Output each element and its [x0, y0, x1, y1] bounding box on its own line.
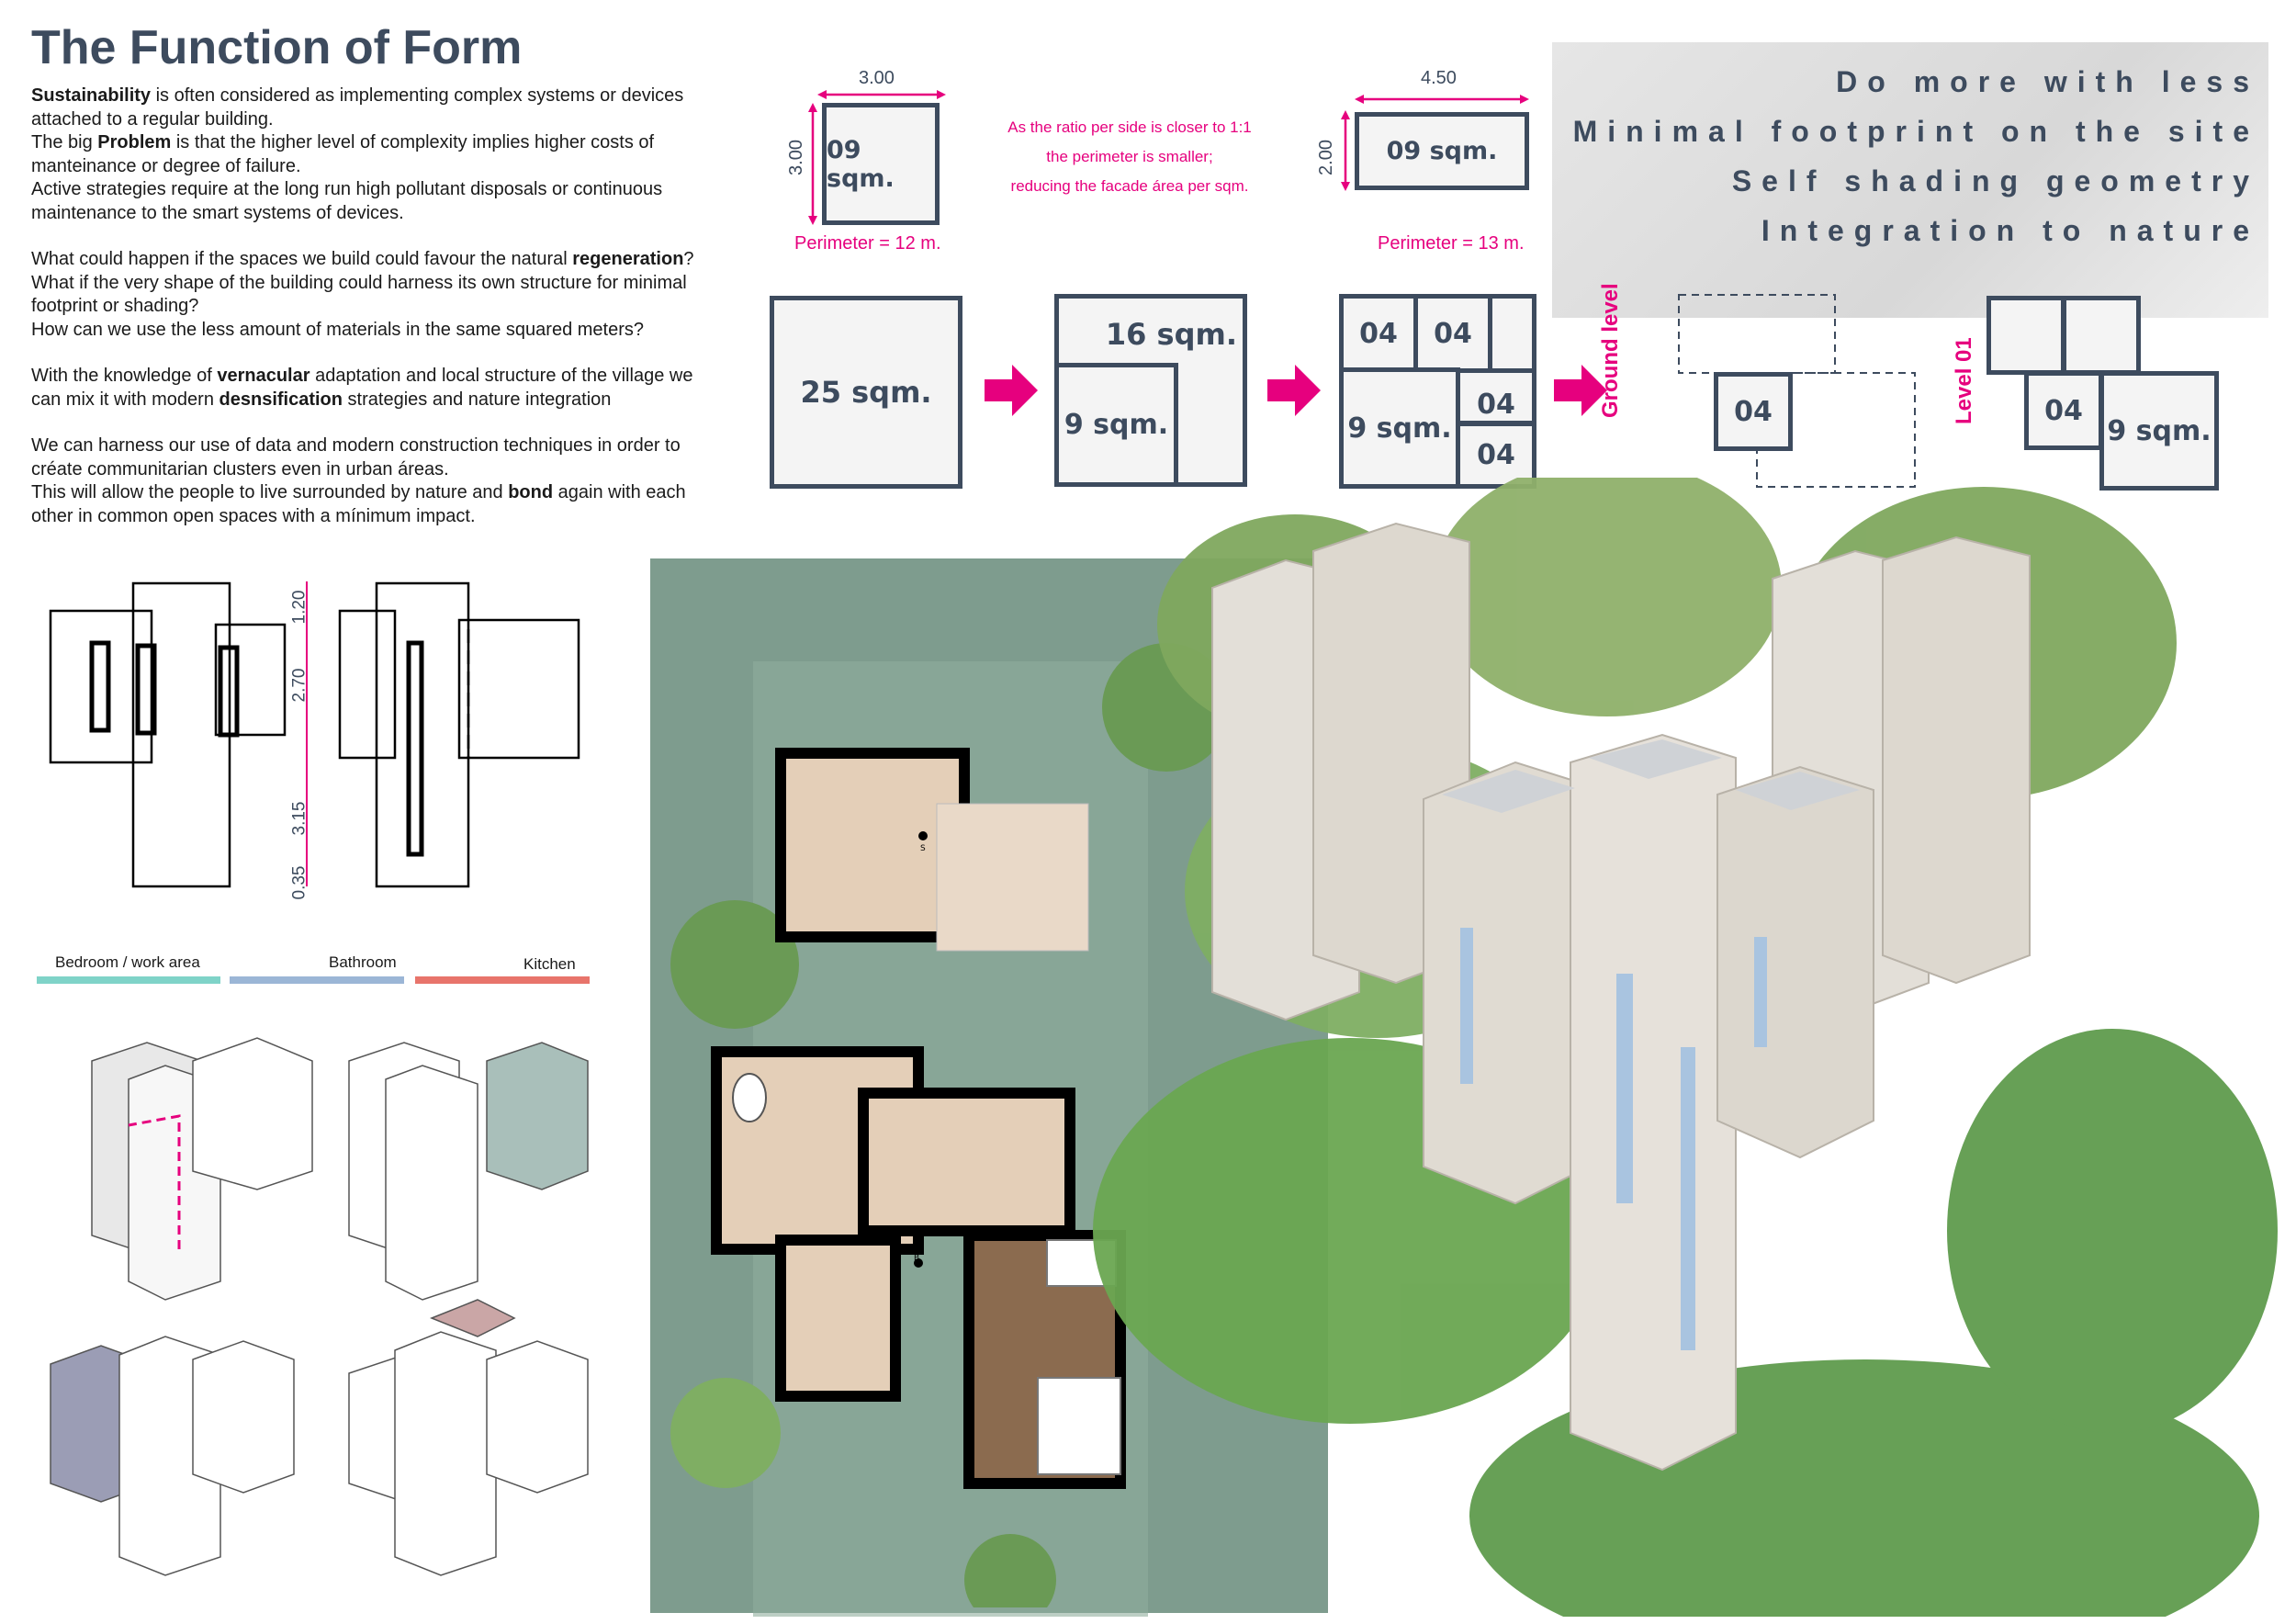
ratio-right-width-arrow: [1355, 95, 1529, 104]
slogan-panel: [1552, 42, 2268, 318]
page-title: The Function of Form: [31, 21, 523, 74]
upper-plan-mark: S: [920, 844, 926, 853]
ratio-right-height-arrow: [1341, 110, 1350, 191]
legend-bedroom-swatch: [37, 976, 220, 984]
elev-dim-3: 3.15: [289, 801, 310, 836]
legend-bedroom: Bedroom / work area: [55, 953, 200, 971]
legend-kitchen-swatch: [415, 976, 590, 984]
subdiv-25: 25 sqm.: [770, 296, 962, 489]
massing-render: [1093, 478, 2278, 1617]
ratio-left-perimeter: Perimeter = 12 m.: [794, 233, 941, 254]
ground-level-label: Ground level: [1598, 283, 1623, 418]
ratio-left-height-arrow: [808, 103, 817, 225]
ground-level-outline: [1678, 294, 1916, 488]
arrow-right-icon: [1267, 365, 1321, 416]
elev-dim-4: 0.35: [289, 865, 310, 900]
subdiv-16-9: 16 sqm. 9 sqm.: [1054, 294, 1247, 487]
intro-lead: Sustainability: [31, 85, 152, 106]
ratio-left-height: 3.00: [785, 140, 806, 175]
level-01-top-left: [1986, 296, 2065, 375]
ratio-left-square: 09 sqm.: [822, 103, 940, 225]
legend-bathroom-swatch: [230, 976, 404, 984]
floor-plans: S B: [670, 643, 1231, 1607]
slogan-3: Self shading geometry: [1731, 164, 2259, 197]
slogan-list: Do more with less Minimal footprint on t…: [1573, 57, 2259, 255]
subdiv-04: 04 04 9 sqm. 04 04: [1339, 294, 1536, 489]
ratio-left-width: 3.00: [859, 68, 895, 88]
slogan-2: Minimal footprint on the site: [1572, 115, 2259, 148]
ratio-right-width: 4.50: [1421, 68, 1457, 88]
slogan-4: Integration to nature: [1761, 214, 2259, 247]
legend-bathroom: Bathroom: [329, 953, 397, 971]
arrow-right-icon: [985, 365, 1038, 416]
ratio-note: As the ratio per side is closer to 1:1 t…: [1007, 118, 1252, 195]
arrow-right-icon: [1554, 365, 1607, 416]
ratio-right-perimeter: Perimeter = 13 m.: [1378, 233, 1525, 254]
isometric-diagrams: [50, 1037, 589, 1576]
ratio-right-rect: 09 sqm.: [1355, 112, 1529, 190]
slogan-1: Do more with less: [1836, 65, 2259, 98]
level-01-label: Level 01: [1952, 337, 1976, 424]
ratio-right-height: 2.00: [1315, 140, 1336, 175]
level-01-9sqm: 9 sqm.: [2099, 371, 2219, 491]
lower-plan-mark: B: [914, 1254, 919, 1263]
ground-level-box: 04: [1714, 372, 1793, 451]
elevation-drawings: [49, 581, 580, 888]
ratio-left-width-arrow: [817, 90, 946, 99]
level-01-top-right: [2062, 296, 2141, 375]
legend-kitchen: Kitchen: [523, 955, 576, 973]
level-01-box: 04: [2024, 371, 2103, 450]
elev-dim-2: 2.70: [289, 668, 310, 703]
elev-dim-1: 1.20: [289, 590, 310, 625]
intro-text: Sustainability is often considered as im…: [31, 85, 694, 526]
